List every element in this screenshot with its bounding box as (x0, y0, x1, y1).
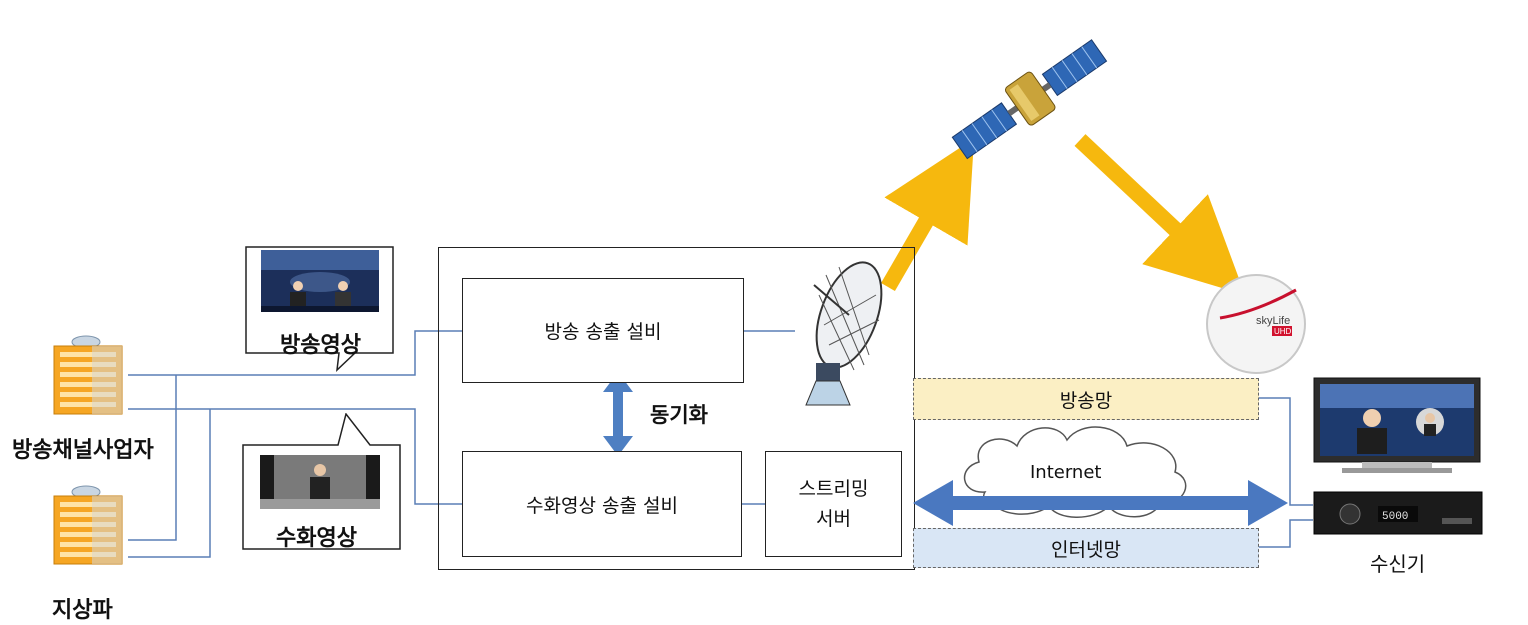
broadcast-tx-box: 방송 송출 설비 (462, 278, 744, 383)
broadcast-tx-label: 방송 송출 설비 (544, 321, 662, 343)
internet-network-label: 인터넷망 (1051, 538, 1121, 561)
tv-icon (1313, 377, 1481, 473)
logo-line1: skyLife (1256, 315, 1290, 327)
sign-video-label: 수화영상 (276, 526, 357, 551)
broadcaster-label: 방송채널사업자 (12, 438, 154, 463)
broadcast-video-label: 방송영상 (280, 333, 361, 358)
satellite-dish-icon (805, 261, 883, 406)
satellite-icon (951, 39, 1108, 160)
internet-network-band: 인터넷망 (913, 528, 1259, 568)
broadcast-network-band: 방송망 (913, 378, 1259, 420)
uplink-arrow (881, 138, 975, 292)
sign-tx-box: 수화영상 송출 설비 (462, 451, 742, 557)
broadcast-network-label: 방송망 (1059, 389, 1113, 412)
streaming-server-line2: 서버 (816, 508, 851, 530)
logo-line2: UHD (1274, 327, 1292, 336)
sync-label: 동기화 (650, 403, 708, 427)
downlink-arrow (1074, 134, 1246, 295)
set-top-box-icon: 5000 (1313, 491, 1483, 535)
broadcaster-building-icon (53, 335, 123, 415)
receiver-label: 수신기 (1370, 552, 1426, 576)
internet-cloud-icon (963, 426, 1187, 518)
sign-video-callout (242, 413, 401, 550)
terrestrial-label: 지상파 (52, 598, 113, 623)
sign-tx-label: 수화영상 송출 설비 (526, 494, 678, 517)
streaming-server-line1: 스트리밍 (798, 478, 869, 500)
streaming-server-box: 스트리밍 서버 (765, 451, 902, 557)
terrestrial-building-icon (53, 485, 123, 565)
satellite-beams (881, 134, 1246, 295)
internet-cloud-group (913, 426, 1288, 526)
stb-display: 5000 (1382, 511, 1408, 523)
internet-double-arrow (913, 480, 1288, 526)
broadcast-video-callout (245, 246, 394, 372)
skylife-uhd-logo: skyLife UHD (1206, 274, 1306, 374)
internet-cloud-label: Internet (1030, 462, 1102, 483)
